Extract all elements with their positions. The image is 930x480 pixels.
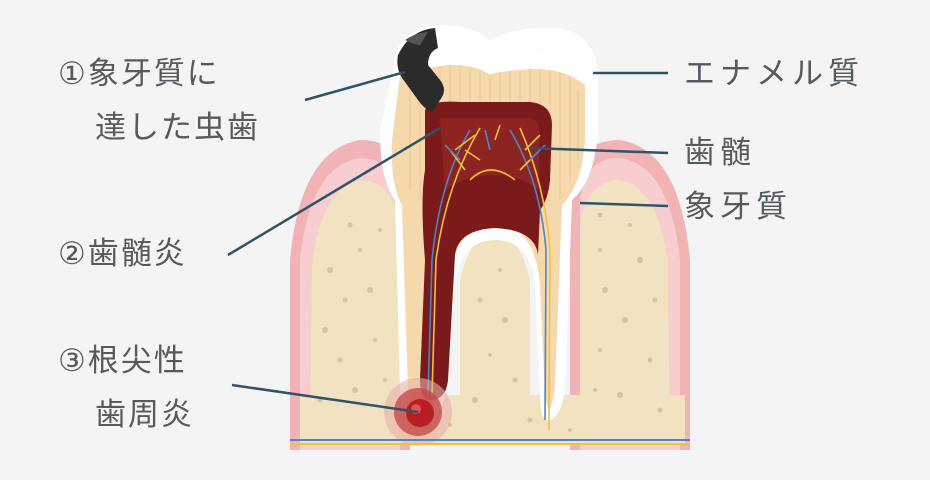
caries-label-line2: 達した虫歯	[95, 106, 260, 150]
periapical-label-line1: ③根尖性	[58, 339, 187, 383]
periapical-label-line2: 歯周炎	[95, 393, 194, 437]
pulpitis-label: ②歯髄炎	[58, 232, 187, 276]
enamel-label: エナメル質	[684, 52, 864, 96]
caries-label-line1: ①象牙質に	[58, 52, 220, 96]
dentin-label: 象牙質	[684, 185, 792, 229]
pulp-label: 歯髄	[684, 131, 756, 175]
